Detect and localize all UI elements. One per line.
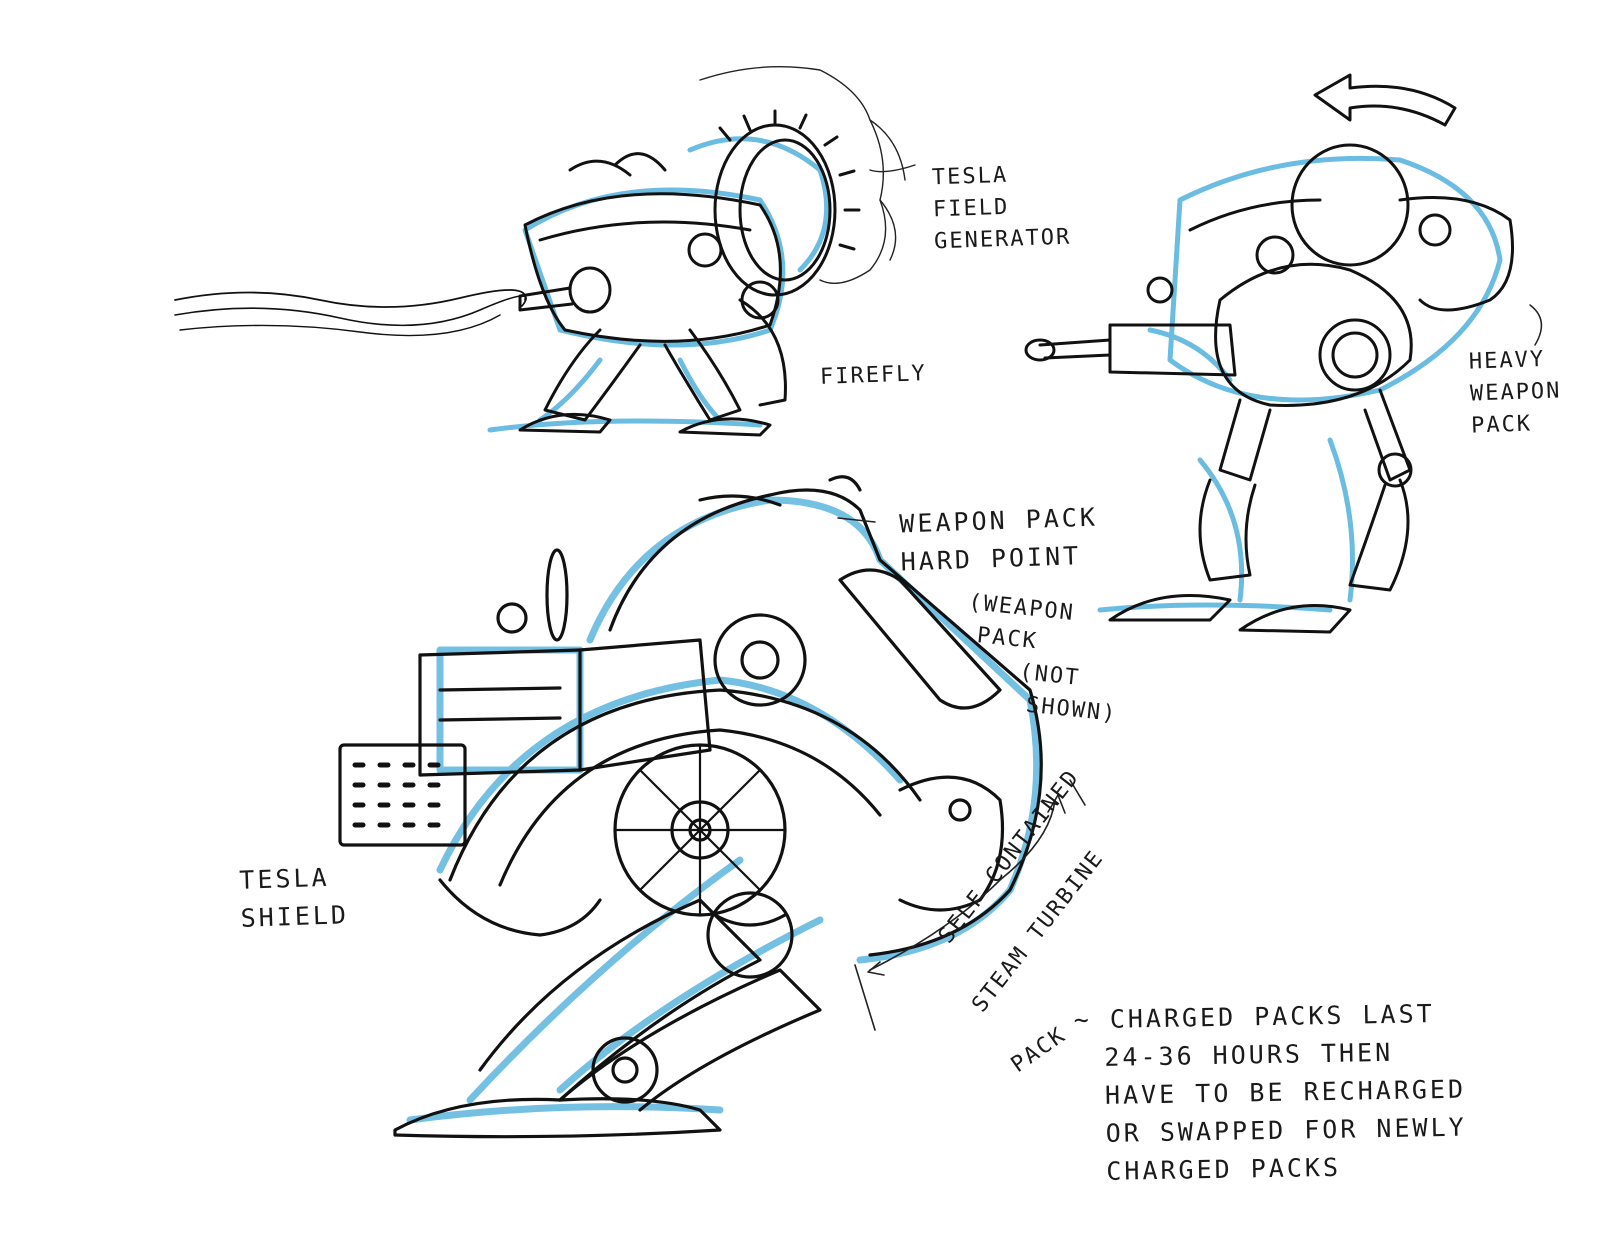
label-line: GENERATOR: [933, 224, 1072, 255]
heavy-weapon-mech-drawing: [1024, 73, 1543, 634]
label-line: FIELD: [932, 194, 1010, 223]
label-line: FIREFLY: [819, 361, 928, 390]
label-line: TESLA: [931, 162, 1009, 191]
label-line: OR SWAPPED FOR NEWLY: [1105, 1112, 1467, 1148]
label-line: WEAPON: [1469, 378, 1562, 407]
label-weapon-pack-hard-point: WEAPON PACK HARD POINT: [899, 499, 1100, 582]
label-charged-packs: ~ CHARGED PACKS LAST 24-36 HOURS THEN HA…: [1073, 995, 1467, 1192]
label-line: CHARGED PACKS: [1106, 1152, 1342, 1186]
label-line: PACK: [1470, 411, 1533, 439]
label-line: SHIELD: [240, 900, 350, 933]
label-heavy-weapon-pack: HEAVY WEAPON PACK: [1468, 343, 1563, 442]
label-line: TESLA: [238, 862, 331, 895]
firefly-mech-drawing: [174, 65, 916, 437]
label-line: HARD POINT: [900, 541, 1082, 577]
main-mech-drawing: [338, 475, 1086, 1139]
label-line: ~ CHARGED PACKS LAST: [1073, 999, 1435, 1035]
label-tesla-field-generator: TESLA FIELD GENERATOR: [931, 158, 1071, 259]
label-firefly: FIREFLY: [819, 358, 928, 394]
label-weapon-pack-not-shown: (WEAPON PACK (NOT SHOWN): [957, 587, 1129, 731]
label-tesla-shield: TESLA SHIELD: [239, 858, 350, 938]
label-line: HEAVY: [1468, 346, 1546, 375]
